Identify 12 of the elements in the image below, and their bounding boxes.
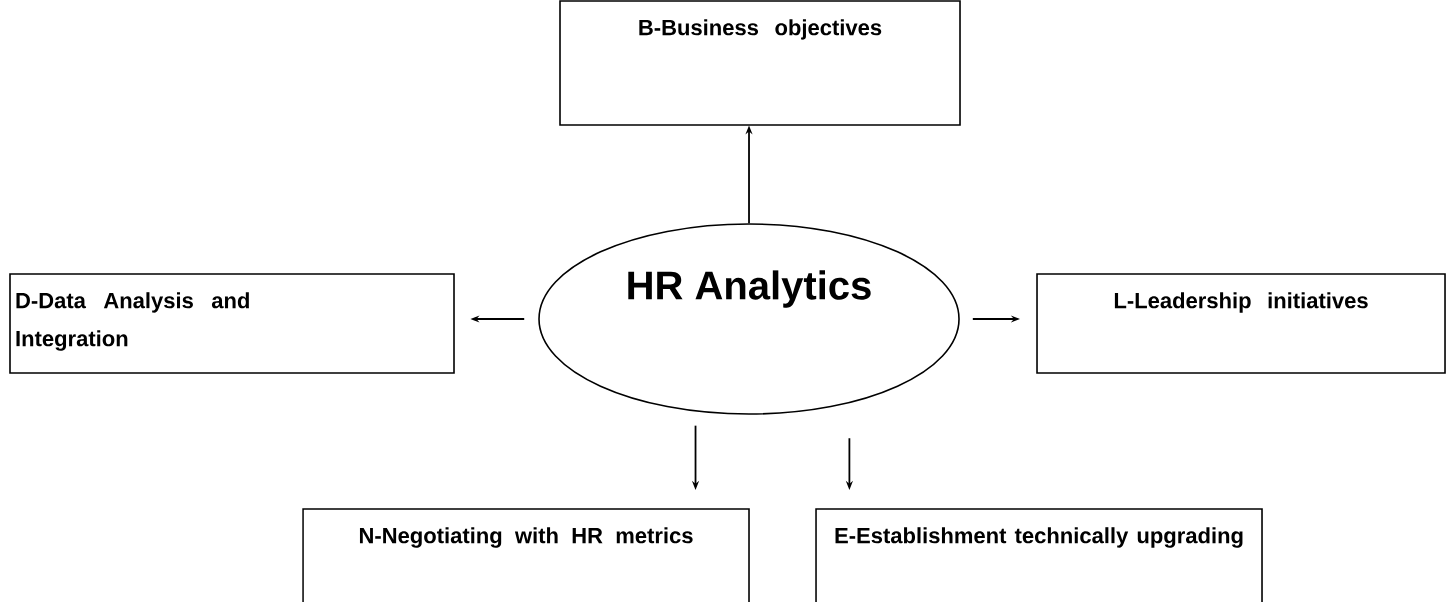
node-label: L-Leadership initiatives bbox=[1114, 292, 1368, 313]
text-box bbox=[815, 508, 1263, 602]
node-label: HR Analytics bbox=[628, 270, 871, 308]
text-box bbox=[9, 273, 455, 374]
node-label: N-Negotiating with HR metrics bbox=[359, 527, 693, 548]
ellipse bbox=[538, 223, 960, 415]
text-box bbox=[559, 0, 961, 126]
node-label: E-Establishment technically upgrading bbox=[835, 527, 1243, 548]
node-label: D-Data Analysis and Integration bbox=[16, 292, 249, 351]
text-box bbox=[302, 508, 750, 602]
text-box bbox=[1036, 273, 1446, 374]
node-label: B-Business objectives bbox=[639, 19, 882, 40]
